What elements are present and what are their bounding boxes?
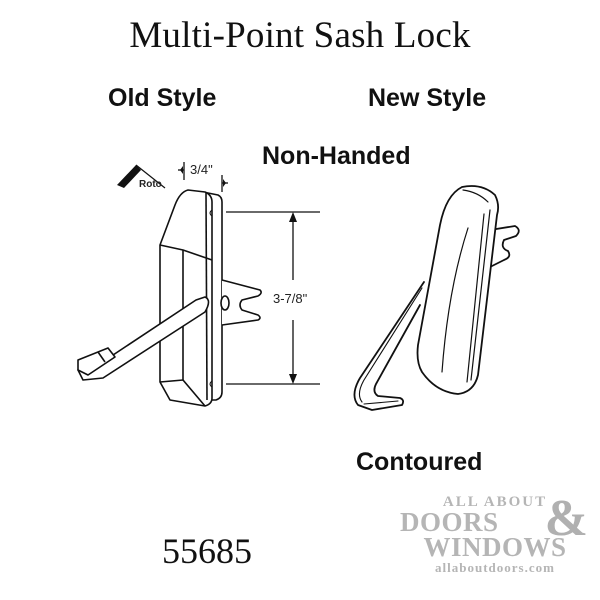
height-dimension xyxy=(226,211,320,385)
watermark-logo: ALL ABOUT DOORS WINDOWS allaboutdoors.co… xyxy=(400,490,590,576)
watermark-line2: DOORS xyxy=(400,507,499,537)
ampersand-icon: & xyxy=(544,490,588,547)
width-dimension-label: 3/4" xyxy=(190,162,213,177)
width-dimension xyxy=(178,162,228,192)
old-style-label: Old Style xyxy=(108,84,217,112)
roto-brand-text: Roto xyxy=(139,179,162,190)
height-dimension-label: 3-7/8" xyxy=(273,291,308,306)
roto-logo-icon: Roto xyxy=(117,164,166,190)
watermark-line1: ALL ABOUT xyxy=(442,494,548,510)
watermark-url: allaboutdoors.com xyxy=(435,560,555,575)
old-style-lock-drawing xyxy=(77,189,262,407)
watermark-line3: WINDOWS xyxy=(423,532,567,562)
contoured-label: Contoured xyxy=(356,448,483,476)
new-style-lock-drawing xyxy=(353,185,520,411)
non-handed-label: Non-Handed xyxy=(262,142,411,170)
part-number: 55685 xyxy=(162,531,252,571)
new-style-label: New Style xyxy=(368,84,487,112)
page-title: Multi-Point Sash Lock xyxy=(129,15,471,56)
